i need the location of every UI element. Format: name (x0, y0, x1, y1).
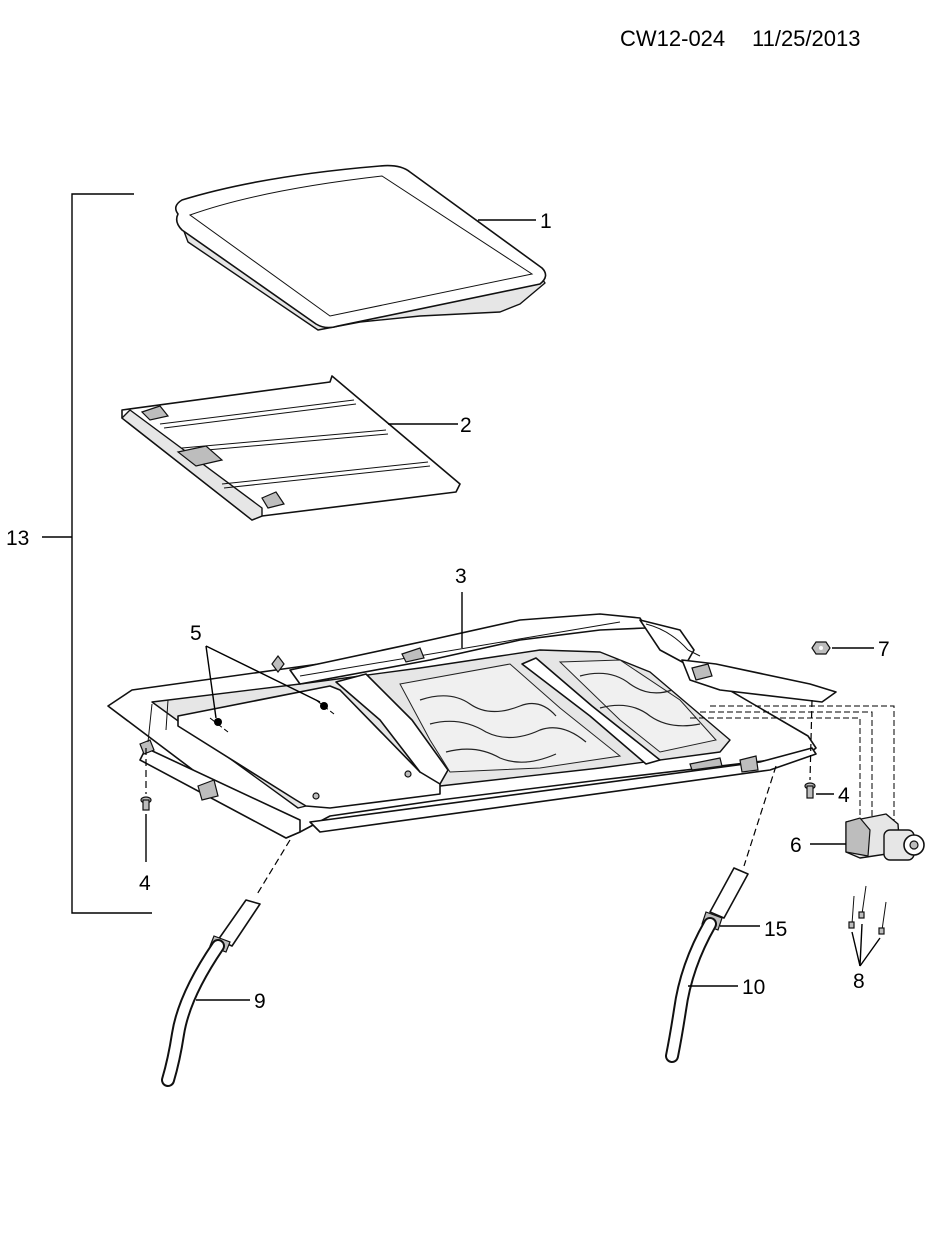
part-sunshade: 2 (121, 375, 472, 521)
part-screw-right: 4 (804, 699, 850, 807)
callout-10: 10 (742, 976, 765, 999)
doc-code: CW12-024 (620, 26, 725, 51)
part-glass-panel: 1 (174, 164, 552, 331)
part-drain-hose-right: 15 10 (665, 765, 787, 1063)
callout-6: 6 (790, 834, 802, 857)
callout-3: 3 (455, 565, 467, 588)
callout-5: 5 (190, 622, 202, 645)
part-screw-left: 4 (139, 748, 152, 895)
part-sunroof-frame: 3 (107, 565, 837, 839)
assembly-bracket-13: 13 (6, 193, 152, 914)
document-header: CW12-024 11/25/2013 (620, 26, 860, 51)
callout-1: 1 (540, 210, 552, 233)
callout-15: 15 (764, 918, 787, 941)
part-motor-screws: 8 (848, 885, 887, 993)
callout-8: 8 (853, 970, 865, 993)
callout-4-right: 4 (838, 784, 850, 807)
bumper-dot-left (214, 718, 222, 726)
callout-2: 2 (460, 414, 472, 437)
part-bumpers: 5 (190, 622, 412, 800)
doc-date: 11/25/2013 (752, 26, 860, 51)
callout-4-left: 4 (139, 872, 151, 895)
callout-9: 9 (254, 990, 266, 1013)
callout-7: 7 (878, 638, 890, 661)
motor-alignment-guides (690, 705, 895, 830)
part-motor: 6 (790, 813, 925, 861)
callout-13: 13 (6, 527, 29, 550)
part-nut: 7 (811, 638, 890, 661)
part-drain-hose-left: 9 (161, 839, 291, 1087)
